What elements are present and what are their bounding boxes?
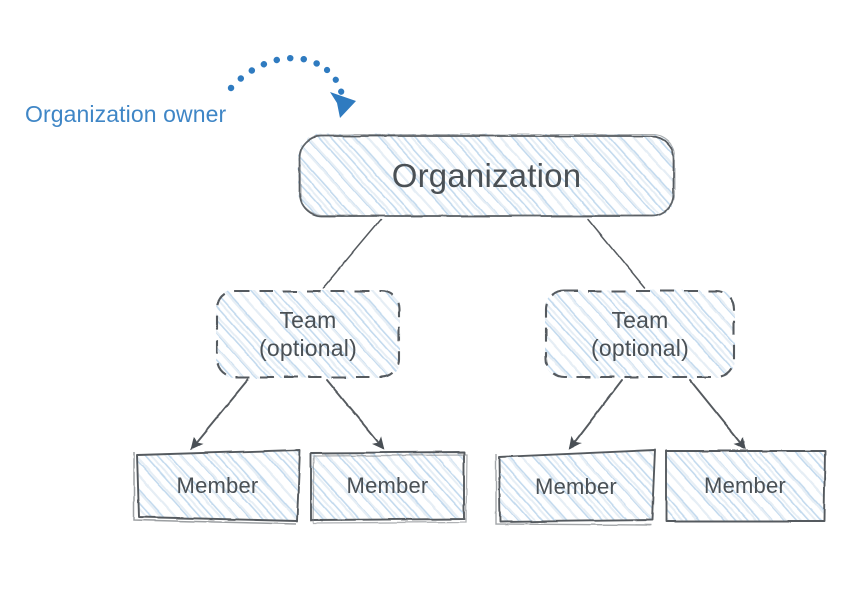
edge-team-right-member-4 xyxy=(689,379,747,450)
edge-team-left-member-2 xyxy=(326,379,385,450)
edge-team-right-member-3 xyxy=(568,379,623,450)
member-node-3[interactable] xyxy=(495,449,656,526)
organization-node[interactable] xyxy=(298,133,676,217)
edge-org-team-right xyxy=(587,218,646,289)
team-node-left[interactable] xyxy=(215,289,401,379)
edge-team-left-member-1 xyxy=(190,379,249,450)
member-node-2[interactable] xyxy=(310,451,468,524)
annotation-arrow xyxy=(227,54,356,118)
member-node-4[interactable] xyxy=(665,450,826,522)
organization-owner-label: Organization owner xyxy=(25,101,227,127)
member-node-1[interactable] xyxy=(133,449,301,525)
edge-org-team-left xyxy=(322,218,382,289)
team-node-right[interactable] xyxy=(544,289,736,379)
